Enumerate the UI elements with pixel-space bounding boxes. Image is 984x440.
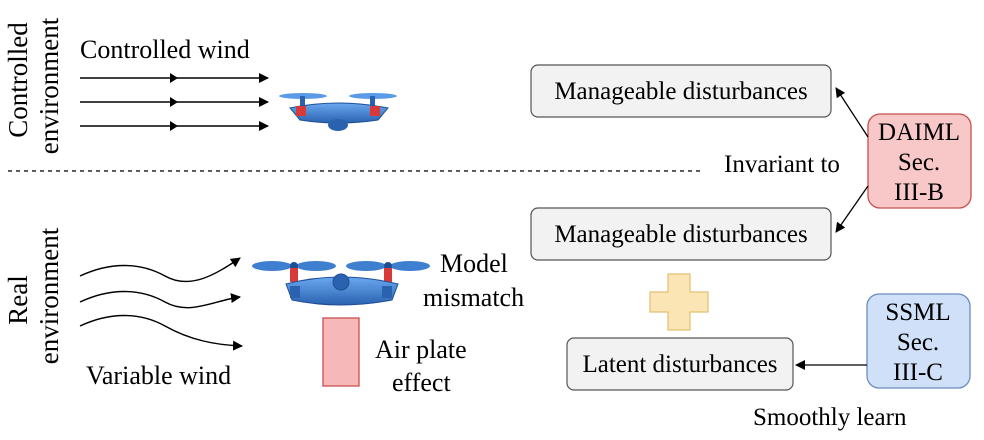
variable-wind-label: Variable wind	[86, 361, 231, 390]
air-plate-line1: Air plate	[375, 335, 467, 364]
ssml-box: SSML Sec. III-C	[866, 293, 971, 389]
latent-disturbances-box: Latent disturbances	[566, 337, 794, 391]
controlled-label-line2: environment	[34, 17, 64, 154]
manageable-top-label: Manageable disturbances	[554, 78, 807, 105]
plus-icon	[649, 273, 709, 331]
daiml-to-manageable-bottom-arrow	[835, 185, 869, 233]
controlled-environment-label: Controlled environment	[3, 17, 64, 154]
real-environment-label: Real environment	[3, 227, 64, 364]
controlled-wind-arrows	[80, 73, 269, 131]
latent-label: Latent disturbances	[582, 351, 777, 378]
wind-arrow-mid-head	[170, 121, 178, 131]
real-label-line2: environment	[34, 227, 64, 364]
daiml-line2: Sec.	[898, 149, 940, 176]
smoothly-learn-label: Smoothly learn	[753, 404, 907, 431]
wind-arrow-curvy	[79, 314, 243, 351]
manageable-disturbances-box-top: Manageable disturbances	[530, 64, 832, 118]
drone-icon-small	[279, 93, 397, 131]
variable-wind-arrows	[79, 257, 243, 351]
wind-arrow-curvy	[79, 290, 241, 309]
drone-icon-large	[252, 261, 430, 306]
ssml-line3: III-C	[893, 359, 943, 386]
controlled-wind-label: Controlled wind	[80, 35, 250, 64]
invariant-to-label: Invariant to	[724, 151, 840, 178]
daiml-box: DAIML Sec. III-B	[867, 113, 972, 209]
air-plate	[322, 317, 360, 387]
controlled-label-line1: Controlled	[3, 22, 33, 138]
real-label-line1: Real	[3, 275, 33, 324]
model-mismatch-line1: Model	[440, 249, 508, 278]
manageable-disturbances-box-bottom: Manageable disturbances	[530, 207, 832, 261]
wind-arrow-mid-head	[170, 73, 178, 83]
daiml-line3: III-B	[894, 179, 944, 206]
daiml-to-manageable-top-arrow	[835, 87, 869, 138]
model-mismatch-line2: mismatch	[423, 283, 524, 312]
air-plate-line2: effect	[392, 368, 451, 397]
ssml-line2: Sec.	[897, 329, 939, 356]
ssml-line1: SSML	[885, 299, 950, 326]
wind-arrow-mid-head	[170, 97, 178, 107]
manageable-bottom-label: Manageable disturbances	[554, 221, 807, 248]
wind-arrow-curvy	[79, 257, 241, 283]
daiml-line1: DAIML	[878, 119, 960, 146]
